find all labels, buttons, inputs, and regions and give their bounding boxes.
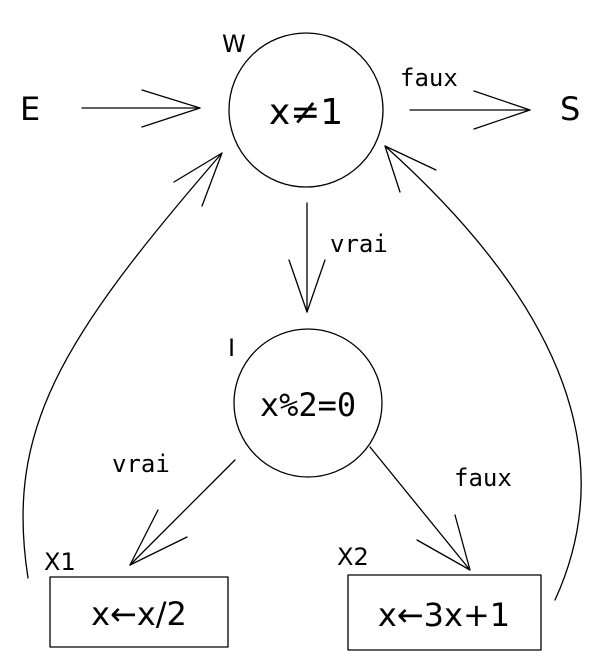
parity-false-label: faux	[454, 464, 512, 492]
parity-true-arrow	[129, 459, 236, 566]
loop-test-tag: W	[222, 30, 246, 58]
loop-test-node	[228, 32, 384, 188]
parity-test-node	[233, 328, 383, 478]
triple-tag: X2	[337, 543, 369, 571]
loop-test-condition: x≠1	[269, 92, 343, 133]
halve-box	[49, 576, 229, 648]
halve-tag: X1	[44, 548, 76, 576]
loop-true-arrow	[288, 202, 326, 313]
entry-arrow	[81, 89, 201, 128]
exit-label: S	[560, 90, 580, 128]
loop-false-arrow	[409, 90, 531, 130]
triple-loop-back-arrow	[384, 145, 582, 601]
triple-assignment: x←3x+1	[378, 596, 510, 634]
entry-label: E	[20, 90, 40, 128]
loop-false-label: faux	[400, 64, 458, 92]
parity-true-label: vrai	[112, 450, 170, 478]
halve-assignment: x←x/2	[91, 595, 187, 633]
parity-test-condition: x%2=0	[260, 386, 356, 424]
loop-true-label: vrai	[330, 230, 388, 258]
parity-false-arrow	[369, 446, 471, 571]
halve-loop-back-arrow	[22, 152, 223, 579]
parity-test-tag: I	[228, 334, 235, 362]
triple-box	[347, 574, 542, 651]
